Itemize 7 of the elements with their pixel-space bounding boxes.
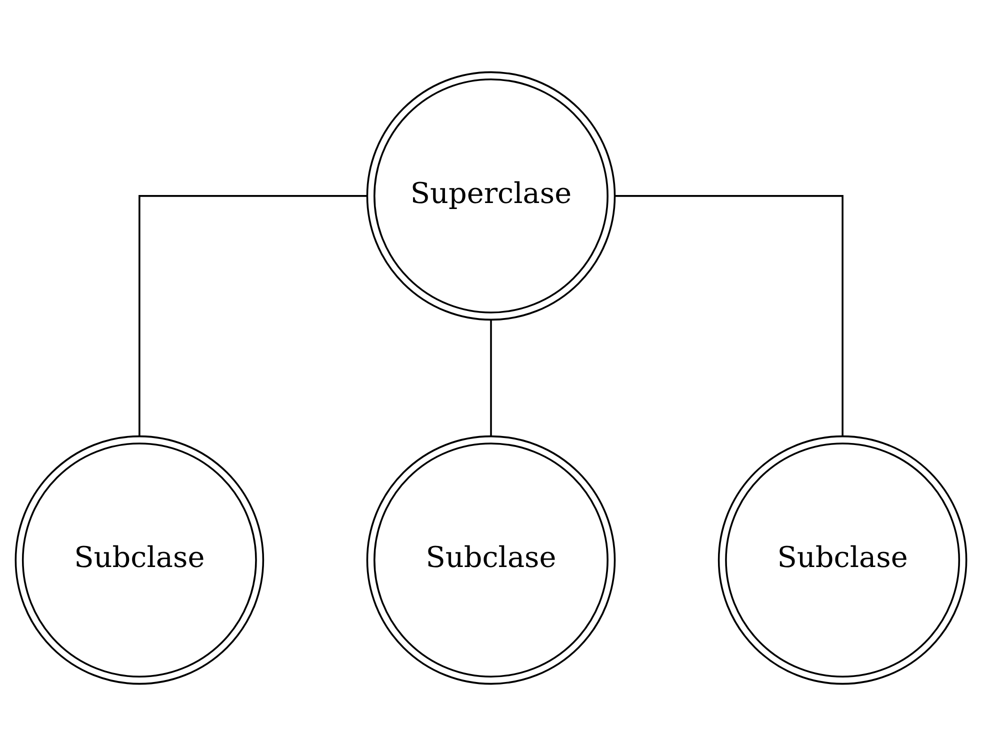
node-circle: Superclase	[366, 70, 616, 320]
connector	[614, 194, 844, 436]
node-circle: Subclase	[366, 434, 616, 684]
connector	[138, 194, 368, 436]
connector	[490, 319, 492, 436]
node-circle: Subclase	[718, 434, 968, 684]
node-circle: Subclase	[14, 434, 264, 684]
